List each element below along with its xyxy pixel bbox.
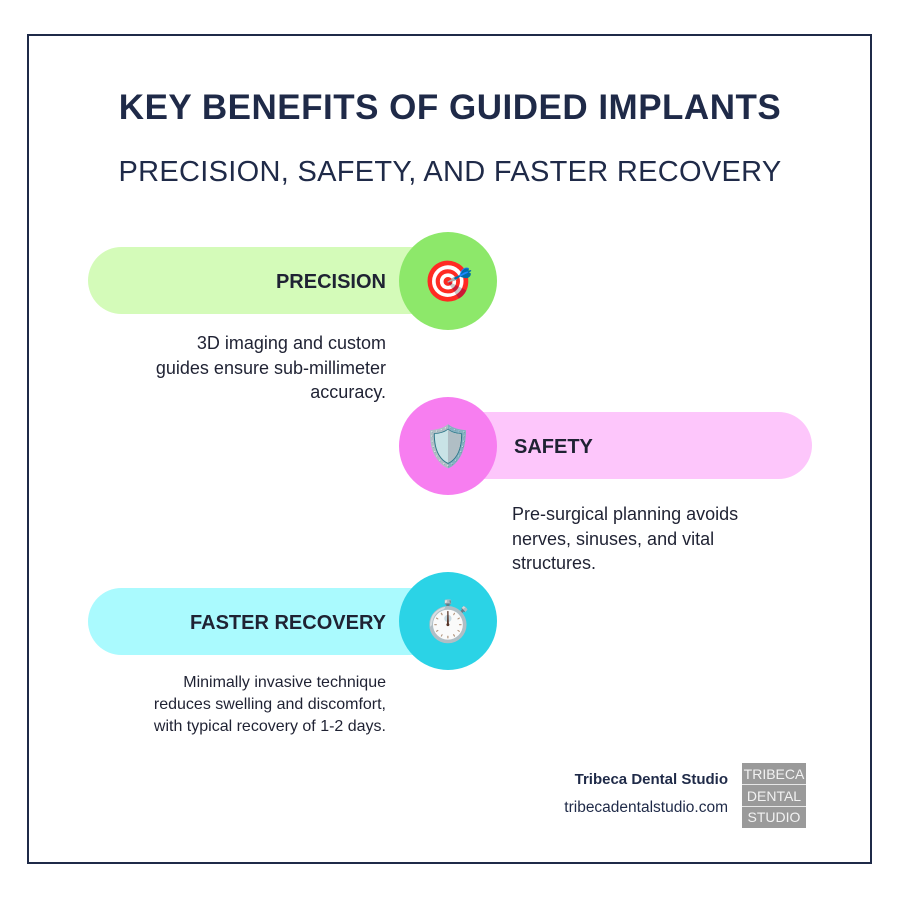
logo-line: TRIBECA <box>742 764 806 785</box>
safety-label: SAFETY <box>514 436 593 458</box>
description-line: Pre-surgical planning avoids <box>512 504 739 524</box>
stopwatch-icon: ⏱️ <box>423 599 473 644</box>
precision-label: PRECISION <box>275 271 386 293</box>
faster-recovery-pill <box>88 588 458 655</box>
precision-circle: 🎯 <box>399 232 497 330</box>
brand-logo: TRIBECA DENTAL STUDIO <box>742 763 806 828</box>
precision-description: 3D imaging and custom guides ensure sub-… <box>156 331 386 405</box>
description-line: nerves, sinuses, and vital <box>512 528 715 549</box>
description-line: reduces swelling and discomfort, <box>153 696 386 713</box>
faster-recovery-circle: ⏱️ <box>399 572 497 670</box>
description-line: with typical recovery of 1-2 days. <box>153 718 386 735</box>
website-url: tribecadentalstudio.com <box>564 799 728 816</box>
safety-circle: 🛡️ <box>399 397 497 495</box>
faster-recovery-label: FASTER RECOVERY <box>190 612 386 634</box>
faster-recovery-description: Minimally invasive technique reduces swe… <box>154 672 386 738</box>
precision-pill <box>88 247 458 314</box>
page-subtitle: PRECISION, SAFETY, AND FASTER RECOVERY <box>118 156 782 188</box>
infographic-frame <box>27 34 872 864</box>
description-line: 3D imaging and custom <box>196 333 386 353</box>
description-line: accuracy. <box>310 382 386 402</box>
safety-pill <box>440 412 812 479</box>
safety-description: Pre-surgical planning avoids nerves, sin… <box>512 502 738 576</box>
page-title: KEY BENEFITS OF GUIDED IMPLANTS <box>118 88 782 127</box>
description-line: guides ensure sub-millimeter <box>155 357 386 378</box>
brand-name: Tribeca Dental Studio <box>574 771 728 788</box>
logo-line: STUDIO <box>747 809 801 825</box>
logo-line: DENTAL <box>742 786 806 807</box>
shield-icon: 🛡️ <box>423 424 473 469</box>
target-dart-icon: 🎯 <box>423 259 473 304</box>
description-line: Minimally invasive technique <box>183 674 386 691</box>
description-line: structures. <box>512 553 597 573</box>
